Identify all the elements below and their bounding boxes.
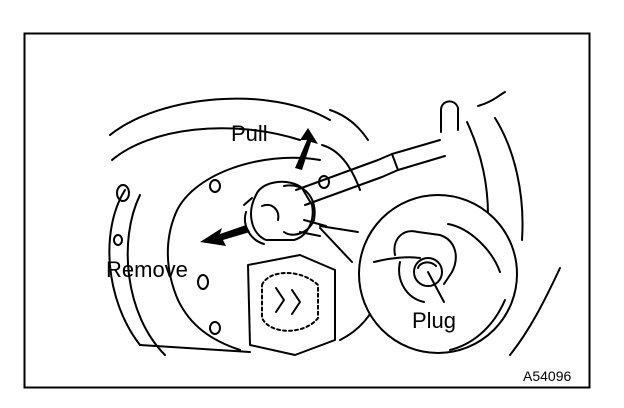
- figure-id: A54096: [523, 368, 571, 384]
- label-remove: Remove: [106, 257, 188, 282]
- label-pull: Pull: [231, 121, 268, 146]
- detail-magnifier: [358, 194, 518, 354]
- plug-label-backdrop: [410, 306, 462, 332]
- figure-frame: [23, 32, 591, 389]
- label-plug: Plug: [412, 308, 456, 333]
- pull-arrow: [295, 128, 318, 170]
- remove-arrow: [200, 225, 250, 246]
